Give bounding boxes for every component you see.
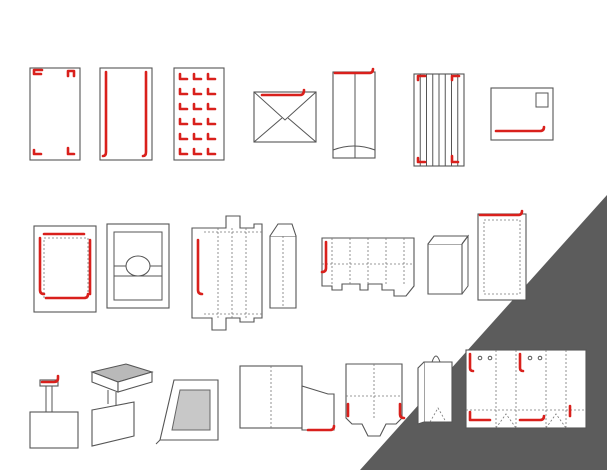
hook-mark bbox=[178, 72, 189, 81]
hook-mark bbox=[206, 72, 217, 81]
gift-box-lid-and-card bbox=[90, 363, 154, 447]
flat-sheet-2-side-strips bbox=[99, 67, 153, 161]
small-open-box bbox=[427, 234, 470, 295]
hook-mark bbox=[206, 87, 217, 96]
carton-tray-dieline bbox=[320, 237, 415, 297]
hook-mark bbox=[192, 87, 203, 96]
flat-sheet-4-corners bbox=[29, 67, 81, 161]
folder-with-pocket bbox=[239, 365, 336, 432]
postcard-sheet-stamp bbox=[490, 87, 554, 141]
hook-mark bbox=[178, 87, 189, 96]
hook-mark bbox=[178, 102, 189, 111]
hook-mark bbox=[206, 117, 217, 126]
hook-mark bbox=[450, 154, 460, 164]
hook-mark bbox=[192, 72, 203, 81]
hook-mark bbox=[178, 132, 189, 141]
window-card-circle bbox=[106, 223, 170, 309]
hook-mark bbox=[192, 117, 203, 126]
framed-sheet-inner-strips bbox=[33, 225, 97, 313]
striped-sheet-4-corners bbox=[413, 73, 465, 167]
hook-mark bbox=[178, 147, 189, 156]
hook-mark bbox=[206, 132, 217, 141]
hook-mark bbox=[206, 102, 217, 111]
hook-mark bbox=[206, 147, 217, 156]
envelope-v-flap bbox=[253, 88, 317, 143]
folding-carton-dieline bbox=[191, 215, 263, 331]
hang-tag-hook bbox=[29, 374, 79, 449]
hook-mark bbox=[450, 74, 461, 82]
shaped-folder-dieline bbox=[345, 363, 406, 437]
hook-mark bbox=[416, 156, 427, 164]
shopping-bag bbox=[417, 355, 453, 425]
easel-photo-frame bbox=[155, 379, 219, 445]
shopping-bag-flat-dieline bbox=[465, 349, 587, 429]
tall-envelope-top-strip bbox=[332, 67, 376, 159]
tuck-box-upright bbox=[269, 223, 297, 309]
hook-mark bbox=[192, 132, 203, 141]
hook-mark bbox=[416, 74, 427, 82]
flat-sheet-multi-hooks bbox=[173, 67, 225, 161]
hook-mark bbox=[192, 147, 203, 156]
dotted-pouch-top-strip bbox=[477, 209, 527, 301]
hook-mark bbox=[192, 102, 203, 111]
hook-mark bbox=[178, 117, 189, 126]
